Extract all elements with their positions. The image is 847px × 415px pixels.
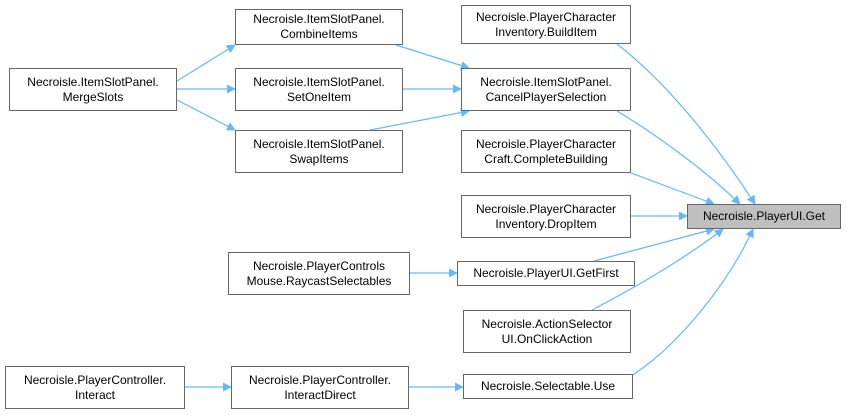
node-raycast-selectables-line1: Necroisle.PlayerControls <box>252 258 386 273</box>
node-drop-item-line2: Inventory.DropItem <box>495 216 597 231</box>
node-interact[interactable]: Necroisle.PlayerController. Interact <box>5 366 185 409</box>
edge-complete-to-get <box>630 172 715 206</box>
node-complete-building-line2: Craft.CompleteBuilding <box>484 151 608 166</box>
edge-getfirst-to-get <box>593 226 715 262</box>
node-build-item-line1: Necroisle.PlayerCharacter <box>475 9 617 24</box>
node-interact-line1: Necroisle.PlayerController. <box>23 372 167 387</box>
node-player-ui-get: Necroisle.PlayerUI.Get <box>687 204 841 229</box>
node-get-first[interactable]: Necroisle.PlayerUI.GetFirst <box>457 261 635 286</box>
node-combine-items-line1: Necroisle.ItemSlotPanel. <box>253 12 385 26</box>
node-interact-direct[interactable]: Necroisle.PlayerController. InteractDire… <box>231 366 409 409</box>
node-drop-item-line1: Necroisle.PlayerCharacter <box>475 201 617 216</box>
node-build-item-line2: Inventory.BuildItem <box>495 24 597 39</box>
node-combine-items[interactable]: Necroisle.ItemSlotPanel. CombineItems <box>235 9 403 45</box>
node-on-click-action-line2: UI.OnClickAction <box>501 331 593 346</box>
node-selectable-use-label: Necroisle.Selectable.Use <box>480 379 616 393</box>
node-on-click-action[interactable]: Necroisle.ActionSelector UI.OnClickActio… <box>463 310 631 353</box>
edge-swap-to-cancel <box>369 108 470 131</box>
node-raycast-selectables[interactable]: Necroisle.PlayerControls Mouse.RaycastSe… <box>228 252 410 295</box>
edge-onclick-to-get <box>591 228 724 311</box>
node-swap-items-line2: SwapItems <box>289 151 349 166</box>
node-merge-slots[interactable]: Necroisle.ItemSlotPanel. MergeSlots <box>9 68 177 111</box>
node-set-one-item-line1: Necroisle.ItemSlotPanel. <box>253 74 385 89</box>
edge-use-to-get <box>630 228 754 377</box>
node-swap-items-line1: Necroisle.ItemSlotPanel. <box>253 136 385 151</box>
node-complete-building[interactable]: Necroisle.PlayerCharacter Craft.Complete… <box>461 130 631 173</box>
node-swap-items[interactable]: Necroisle.ItemSlotPanel. SwapItems <box>235 130 403 173</box>
edge-merge-to-swap <box>176 99 236 131</box>
node-merge-slots-line2: MergeSlots <box>62 89 124 104</box>
node-complete-building-line1: Necroisle.PlayerCharacter <box>475 136 617 151</box>
edge-cancel-to-get <box>616 110 741 205</box>
node-cancel-player-selection-line1: Necroisle.ItemSlotPanel. <box>480 74 612 89</box>
node-cancel-player-selection[interactable]: Necroisle.ItemSlotPanel. CancelPlayerSel… <box>461 68 631 111</box>
node-interact-line2: Interact <box>74 387 116 402</box>
node-set-one-item-line2: SetOneItem <box>286 89 352 104</box>
node-drop-item[interactable]: Necroisle.PlayerCharacter Inventory.Drop… <box>461 195 631 238</box>
edge-build-to-get <box>616 43 756 205</box>
node-interact-direct-line2: InteractDirect <box>284 387 356 402</box>
node-set-one-item[interactable]: Necroisle.ItemSlotPanel. SetOneItem <box>235 68 403 111</box>
edge-combine-to-cancel <box>395 44 470 70</box>
node-selectable-use[interactable]: Necroisle.Selectable.Use <box>463 374 633 399</box>
node-cancel-player-selection-line2: CancelPlayerSelection <box>485 89 607 104</box>
node-build-item[interactable]: Necroisle.PlayerCharacter Inventory.Buil… <box>461 5 631 44</box>
node-combine-items-line2: CombineItems <box>280 27 358 41</box>
node-player-ui-get-label: Necroisle.PlayerUI.Get <box>702 209 826 223</box>
node-interact-direct-line1: Necroisle.PlayerController. <box>248 372 392 387</box>
node-on-click-action-line1: Necroisle.ActionSelector <box>481 316 613 331</box>
node-merge-slots-line1: Necroisle.ItemSlotPanel. <box>27 74 159 89</box>
edge-merge-to-combine <box>176 44 236 82</box>
node-raycast-selectables-line2: Mouse.RaycastSelectables <box>246 273 392 288</box>
node-get-first-label: Necroisle.PlayerUI.GetFirst <box>473 266 619 280</box>
